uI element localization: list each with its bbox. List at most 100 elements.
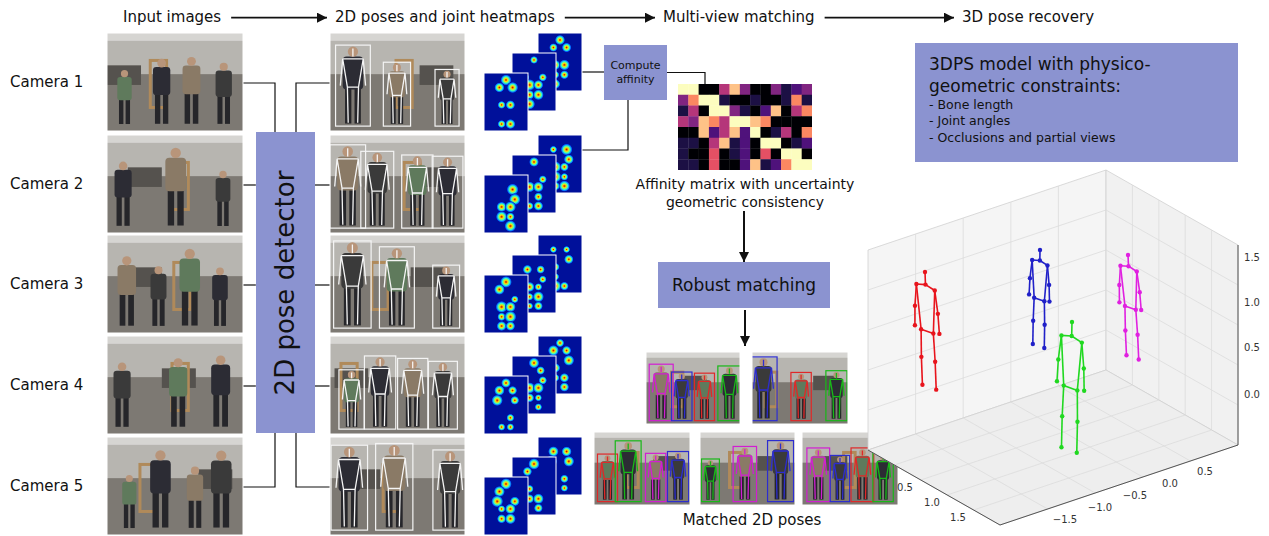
joint-dot bbox=[1038, 248, 1042, 252]
grid-line bbox=[1106, 210, 1238, 285]
wire bbox=[243, 433, 275, 487]
joint-dot bbox=[913, 323, 917, 327]
matrix-cell bbox=[719, 84, 730, 95]
photo-border bbox=[107, 437, 243, 535]
pose-skeleton bbox=[810, 451, 827, 500]
photo-border bbox=[107, 33, 243, 131]
heat-blob bbox=[559, 180, 570, 191]
grid-line bbox=[1106, 290, 1238, 365]
bone bbox=[933, 334, 935, 362]
grid-line bbox=[868, 250, 1106, 330]
heat-blob bbox=[555, 35, 565, 45]
heatmap-ground bbox=[484, 73, 528, 131]
matrix-cell bbox=[730, 127, 741, 138]
joint-dot bbox=[1126, 253, 1130, 257]
wire bbox=[296, 83, 330, 132]
pose-skeleton bbox=[670, 454, 685, 499]
photo-ceiling bbox=[107, 336, 243, 344]
person-torso bbox=[165, 158, 186, 192]
person-leg bbox=[162, 489, 168, 527]
wire bbox=[315, 385, 330, 386]
tick-label: 1.5 bbox=[1244, 252, 1260, 264]
person-leg bbox=[214, 297, 219, 326]
matrix-cell bbox=[730, 159, 741, 170]
bone bbox=[1077, 390, 1079, 421]
joint-dot bbox=[1038, 258, 1042, 262]
person-head bbox=[216, 355, 225, 364]
camera-photo bbox=[594, 432, 690, 505]
pose-skeleton bbox=[736, 449, 753, 499]
matrix-cell bbox=[699, 106, 710, 117]
stage-heading: Input images bbox=[123, 9, 221, 26]
heat-blob bbox=[533, 382, 544, 393]
heat-blob bbox=[492, 395, 503, 406]
caption-label: Camera 2 bbox=[10, 176, 83, 193]
person-bounding-box bbox=[671, 372, 692, 421]
heat-blob bbox=[562, 43, 572, 53]
joint-dot bbox=[934, 387, 938, 391]
heat-blob bbox=[556, 339, 564, 347]
pose-skeleton bbox=[754, 360, 774, 418]
person-bounding-box bbox=[428, 361, 457, 429]
heat-blob bbox=[535, 403, 542, 410]
heat-blob bbox=[498, 505, 506, 513]
matrix-cell bbox=[730, 106, 741, 117]
person-bounding-box bbox=[361, 151, 394, 228]
matrix-cell bbox=[699, 84, 710, 95]
heat-blob bbox=[564, 255, 573, 264]
skeleton-3d bbox=[1055, 320, 1087, 455]
joint-heatmap bbox=[484, 73, 528, 131]
pose-skeleton bbox=[833, 458, 847, 500]
photo-floor bbox=[700, 432, 795, 505]
joint-heatmap bbox=[484, 376, 528, 434]
grid-line bbox=[894, 385, 1132, 465]
matrix-cell bbox=[760, 106, 771, 117]
matrix-cell bbox=[771, 84, 782, 95]
grid-line bbox=[1211, 230, 1212, 430]
person-bounding-box bbox=[376, 444, 413, 531]
person-torso bbox=[339, 457, 361, 492]
photo-border bbox=[330, 437, 465, 535]
matrix-cell bbox=[699, 138, 710, 149]
person-head bbox=[122, 256, 131, 265]
pose-skeleton bbox=[600, 456, 615, 499]
detector-wires bbox=[243, 72, 628, 487]
matrix-cell bbox=[781, 159, 792, 170]
photo-ceiling bbox=[646, 352, 740, 358]
matrix-cell bbox=[750, 127, 761, 138]
person-leg bbox=[225, 94, 230, 124]
bone bbox=[1062, 386, 1064, 417]
bone bbox=[935, 362, 936, 390]
person-bounding-box bbox=[807, 448, 830, 502]
heat-blob bbox=[561, 484, 568, 491]
joint-dot bbox=[1030, 258, 1034, 262]
matrix-cell bbox=[740, 116, 751, 127]
grid-line bbox=[963, 218, 964, 418]
camera-photo bbox=[646, 352, 740, 424]
bone bbox=[1048, 285, 1050, 302]
camera-photo bbox=[107, 336, 243, 434]
matrix-cell bbox=[688, 159, 699, 170]
pose-skeleton bbox=[854, 451, 871, 500]
matrix-cell bbox=[750, 84, 761, 95]
heat-blob bbox=[533, 89, 544, 100]
person-torso bbox=[211, 365, 230, 396]
person-leg bbox=[115, 395, 120, 427]
bone bbox=[1077, 343, 1082, 391]
joint-dot bbox=[1124, 353, 1128, 357]
pose-skeleton bbox=[771, 443, 790, 498]
matrix-cell bbox=[750, 159, 761, 170]
photo-border bbox=[752, 352, 848, 424]
pose-skeleton bbox=[438, 72, 456, 123]
grid-line bbox=[947, 415, 1185, 495]
matrix-cell bbox=[781, 149, 792, 160]
photo-ceiling bbox=[700, 432, 795, 438]
heat-blob bbox=[497, 321, 507, 331]
matrix-cell bbox=[719, 106, 730, 117]
pose-skeleton bbox=[336, 449, 363, 527]
bullet-text: - Bone length bbox=[929, 97, 1013, 113]
person-torso bbox=[387, 258, 408, 291]
joint-dot bbox=[919, 355, 923, 359]
person-leg bbox=[221, 297, 226, 326]
heat-blob bbox=[505, 220, 517, 232]
